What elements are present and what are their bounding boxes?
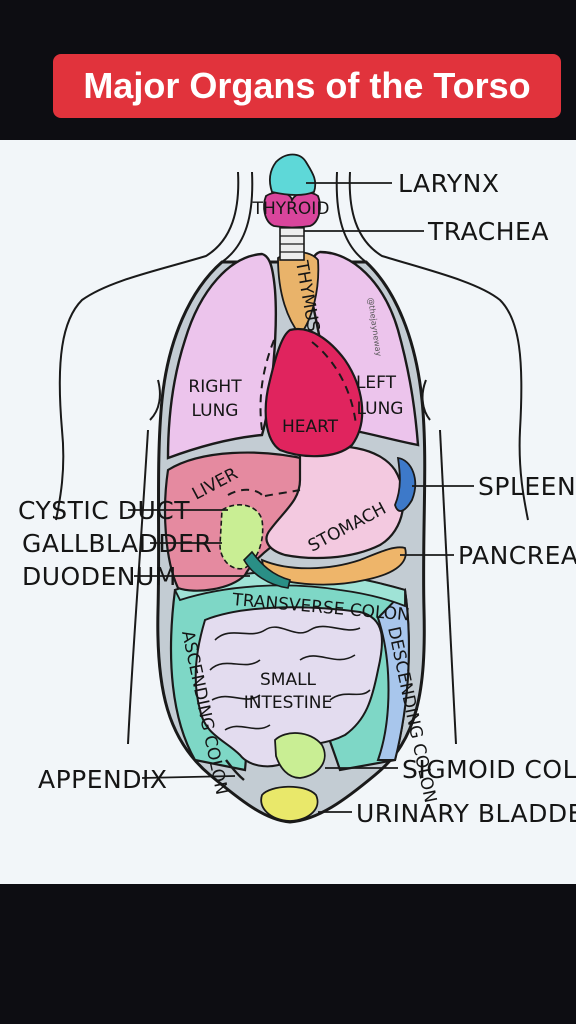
spleen-label: SPLEEN — [478, 472, 576, 501]
intestine-loops — [209, 625, 371, 731]
left-lung-label-1: LEFT — [356, 373, 397, 393]
right-lung-label-2: LUNG — [192, 401, 239, 421]
body-outline — [55, 171, 529, 745]
trachea-label: TRACHEA — [427, 217, 549, 246]
diagram-panel: THYROID THYMUS RIGHT LUNG LEFT LUNG HEAR… — [0, 140, 576, 884]
duodenum — [243, 550, 291, 589]
leader-lines — [128, 182, 474, 813]
thyroid — [263, 191, 321, 229]
small-intestine-label-1: SMALL — [260, 670, 317, 690]
larynx-label: LARYNX — [398, 169, 499, 198]
spleen — [394, 456, 417, 512]
stomach — [265, 445, 405, 560]
heart-label: HEART — [282, 417, 339, 437]
urinary-bladder — [260, 785, 319, 822]
right-lung-label-1: RIGHT — [188, 377, 242, 397]
heart — [264, 327, 364, 458]
appendix — [225, 759, 245, 781]
duodenum-label: DUODENUM — [22, 562, 177, 591]
thyroid-label: THYROID — [252, 199, 330, 219]
cystic-duct-label: CYSTIC DUCT — [18, 496, 190, 525]
torso-diagram: THYROID THYMUS RIGHT LUNG LEFT LUNG HEAR… — [18, 153, 576, 828]
right-lung — [166, 252, 277, 460]
sigmoid-colon-label: SIGMOID COLON — [402, 755, 576, 784]
gallbladder-label: GALLBLADDER — [22, 529, 212, 558]
larynx — [269, 153, 317, 196]
descending-colon-inner — [376, 587, 410, 761]
urinary-bladder-label: URINARY BLADDER — [356, 799, 576, 828]
title-banner: Major Organs of the Torso — [53, 54, 561, 118]
sigmoid-colon — [274, 732, 326, 779]
page-title: Major Organs of the Torso — [83, 65, 531, 106]
hidden-lung-edges — [227, 339, 357, 497]
pancreas — [260, 546, 407, 586]
small-intestine-label-2: INTESTINE — [244, 693, 333, 713]
left-lung-label-2: LUNG — [357, 399, 404, 419]
pancreas-label: PANCREAS — [458, 541, 576, 570]
appendix-label: APPENDIX — [38, 765, 168, 794]
